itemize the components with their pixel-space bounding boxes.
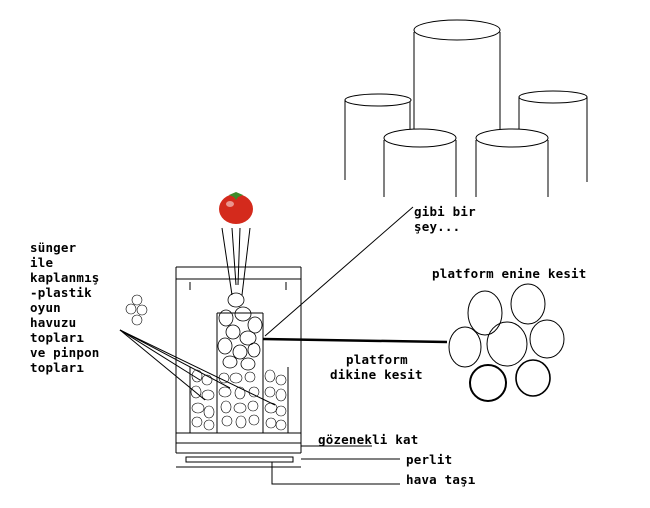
pointer-line-sunger-1 xyxy=(119,329,231,389)
cylinder-right xyxy=(518,90,588,182)
label-platform-dikine-1: platform xyxy=(346,352,408,367)
balls-center xyxy=(217,292,263,371)
label-sey: şey... xyxy=(414,219,461,234)
pot-container xyxy=(175,266,302,468)
cylinder-front-left xyxy=(383,128,457,198)
label-sunger-line: ve pinpon xyxy=(30,345,100,360)
pointer-line-gibi xyxy=(264,206,414,337)
label-perlit: perlit xyxy=(406,452,453,467)
label-sunger-line: ile xyxy=(30,255,54,270)
platform-vertical xyxy=(189,312,289,433)
label-gibi-bir: gibi bir xyxy=(414,204,476,219)
label-sunger-line: topları xyxy=(30,360,85,375)
label-sunger-line: kaplanmış xyxy=(30,270,100,285)
label-sunger-line: topları xyxy=(30,330,85,345)
platform-cross-section xyxy=(448,283,565,402)
label-sunger-line: havuzu xyxy=(30,315,77,330)
label-platform-dikine-2: dikine kesit xyxy=(330,367,423,382)
pointer-line-dikine xyxy=(262,337,448,344)
tomato-icon xyxy=(219,192,253,224)
cylinder-left xyxy=(344,93,412,180)
pointer-line-hava-tasi xyxy=(271,462,400,485)
label-sunger-block: sünger ile kaplanmış -plastik oyun havuz… xyxy=(30,240,100,375)
label-hava-tasi: hava taşı xyxy=(406,472,476,487)
feeding-tube xyxy=(221,227,251,296)
label-sunger-line: oyun xyxy=(30,300,61,315)
label-sunger-line: sünger xyxy=(30,240,77,255)
pointer-line-sunger-2 xyxy=(119,329,201,381)
pointer-line-sunger-4 xyxy=(119,329,276,406)
pointer-line-sunger-3 xyxy=(119,329,206,401)
label-platform-enine: platform enine kesit xyxy=(432,266,587,281)
label-sunger-line: -plastik xyxy=(30,285,92,300)
balls-lower xyxy=(190,369,287,431)
balls-loose xyxy=(125,294,148,326)
cylinder-front-right xyxy=(475,128,549,198)
cylinder-group xyxy=(344,19,588,198)
label-gozenekli-kat: gözenekli kat xyxy=(318,432,419,447)
